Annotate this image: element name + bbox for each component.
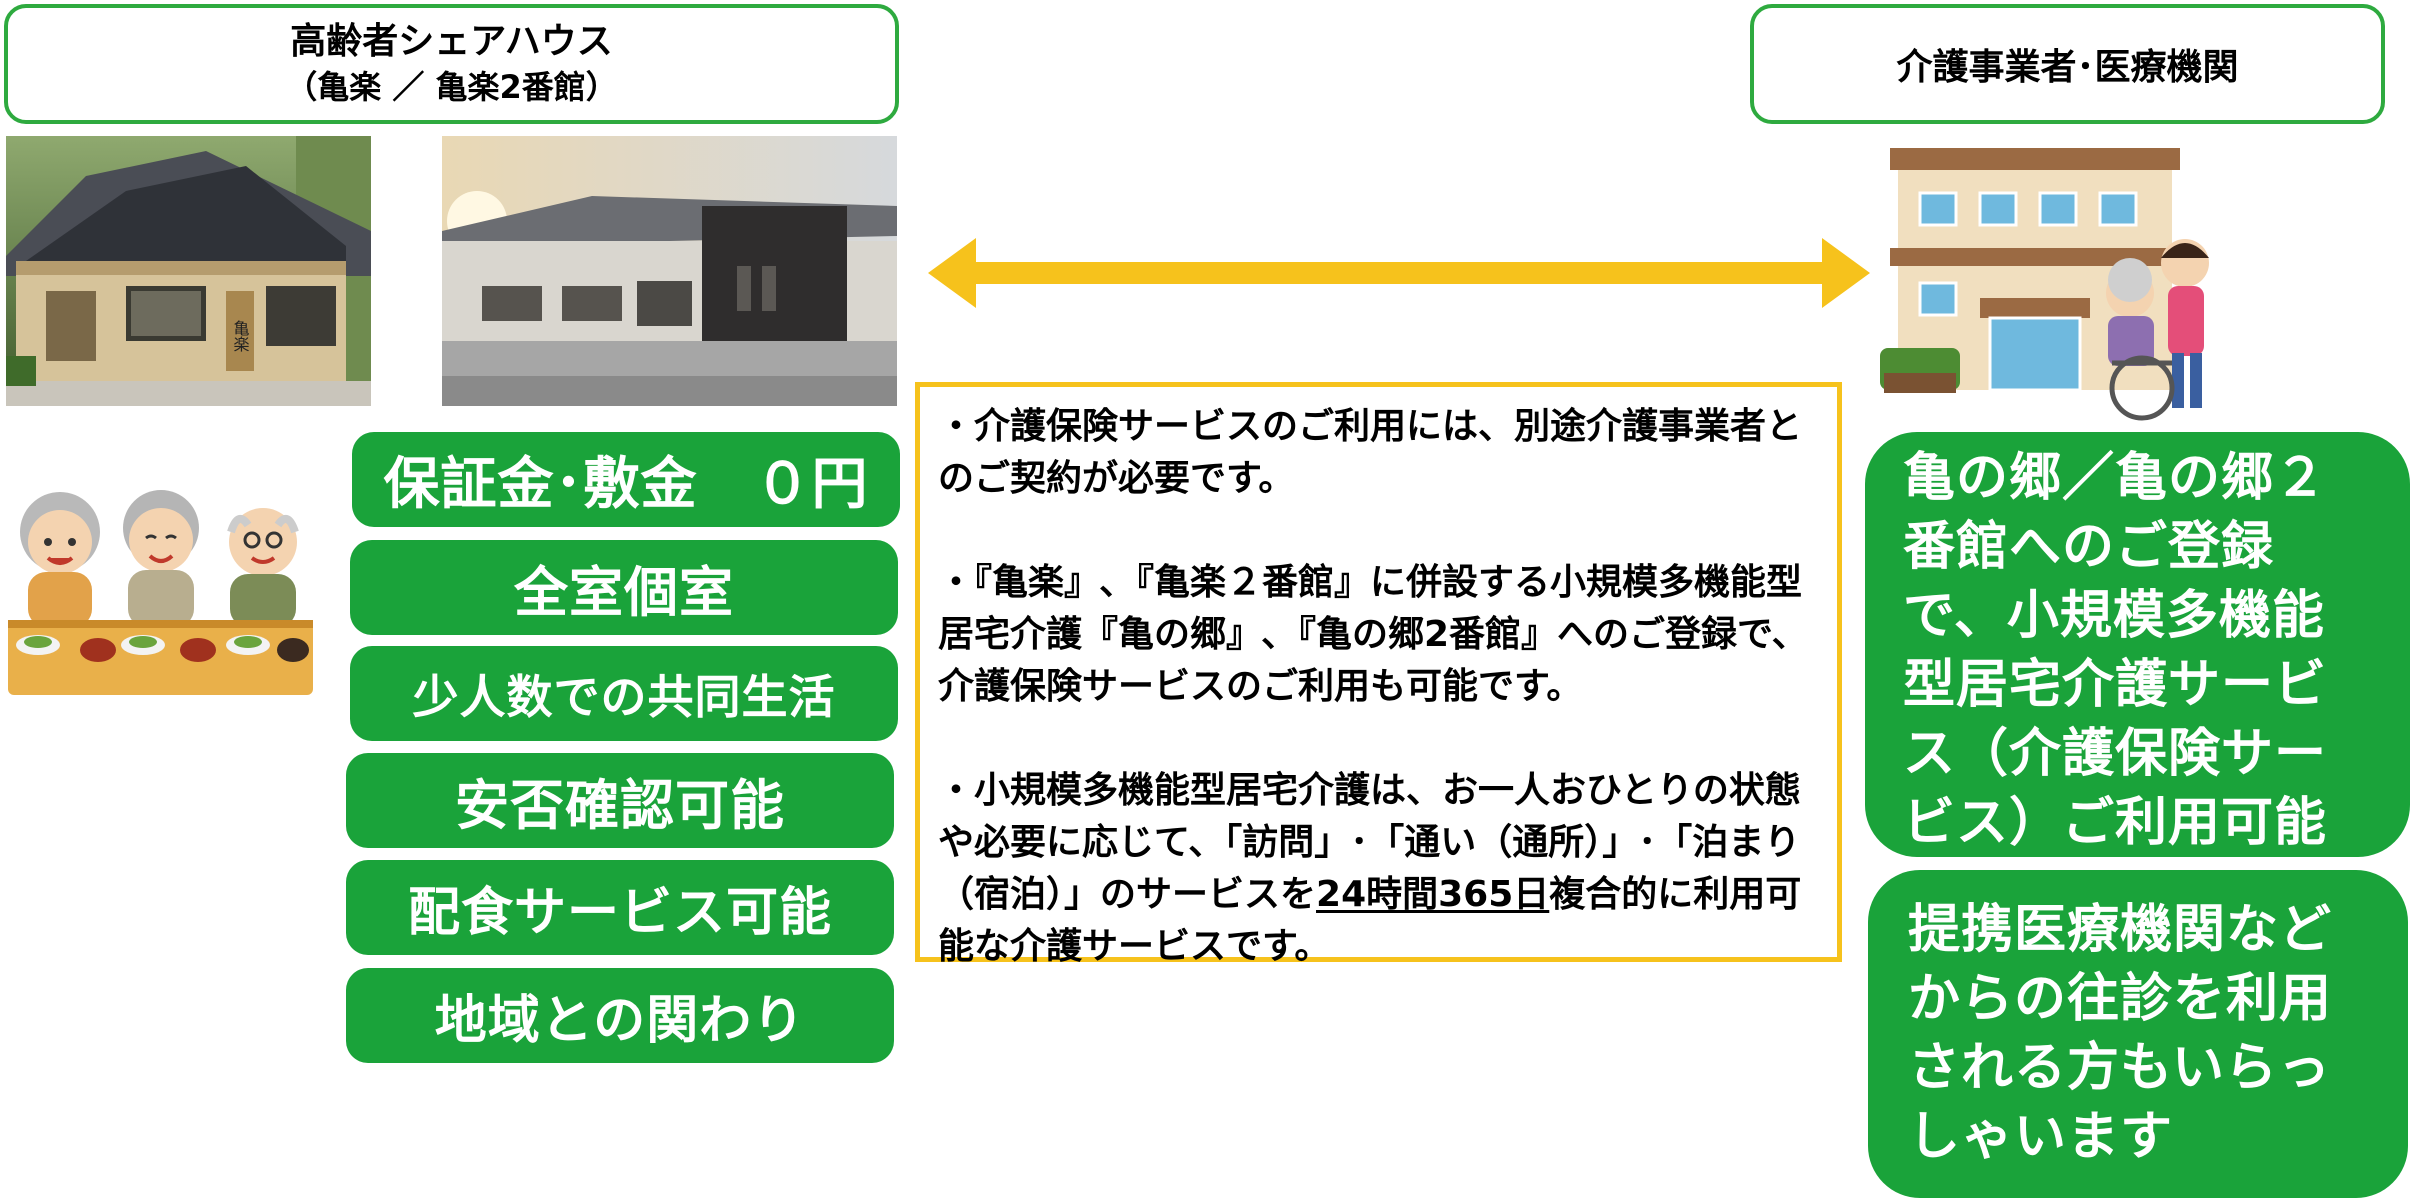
partner-medical-box: 提携医療機関などからの往診を利用される方もいらっしゃいます xyxy=(1868,870,2408,1198)
feature-small-group: 少人数での共同生活 xyxy=(350,646,898,741)
feature-deposit: 保証金･敷金 ０円 xyxy=(352,432,900,527)
info-24h-highlight: 24時間365日 xyxy=(1316,874,1550,915)
sharehouse-photo-1: 亀楽 xyxy=(6,136,371,406)
house-sign-text: 亀楽 xyxy=(231,320,250,352)
feature-safety-check: 安否確認可能 xyxy=(346,753,894,848)
sharehouse-title: 高齢者シェアハウス xyxy=(290,21,613,62)
elderly-dining-illustration xyxy=(8,470,313,695)
info-paragraph-1: ・介護保険サービスのご利用には、別途介護事業者とのご契約が必要です。 xyxy=(938,406,1803,499)
info-paragraph-3: ・小規模多機能型居宅介護は、お一人おひとりの状態や必要に応じて、「訪問」･「通い… xyxy=(938,770,1802,967)
care-provider-title-box: 介護事業者･医療機関 xyxy=(1750,4,2385,124)
care-service-info-box: ・介護保険サービスのご利用には、別途介護事業者とのご契約が必要です。 ・『亀楽』… xyxy=(915,382,1842,967)
bidirectional-arrow-icon xyxy=(928,238,1870,308)
care-facility-illustration xyxy=(1880,148,2230,423)
feature-community: 地域との関わり xyxy=(346,968,894,1063)
kamenosato-registration-box: 亀の郷／亀の郷２番館へのご登録で、小規模多機能型居宅介護サービス（介護保険サービ… xyxy=(1865,432,2410,857)
feature-private-rooms: 全室個室 xyxy=(350,540,898,635)
feature-meal-delivery: 配食サービス可能 xyxy=(346,860,894,955)
sharehouse-photo-2 xyxy=(442,136,897,406)
sharehouse-subtitle: （亀楽 ／ 亀楽2番館） xyxy=(285,68,618,106)
care-provider-title: 介護事業者･医療機関 xyxy=(1896,47,2239,88)
sharehouse-title-box: 高齢者シェアハウス （亀楽 ／ 亀楽2番館） xyxy=(4,4,899,124)
info-paragraph-2: ・『亀楽』､『亀楽２番館』に併設する小規模多機能型居宅介護『亀の郷』､『亀の郷2… xyxy=(938,562,1808,707)
